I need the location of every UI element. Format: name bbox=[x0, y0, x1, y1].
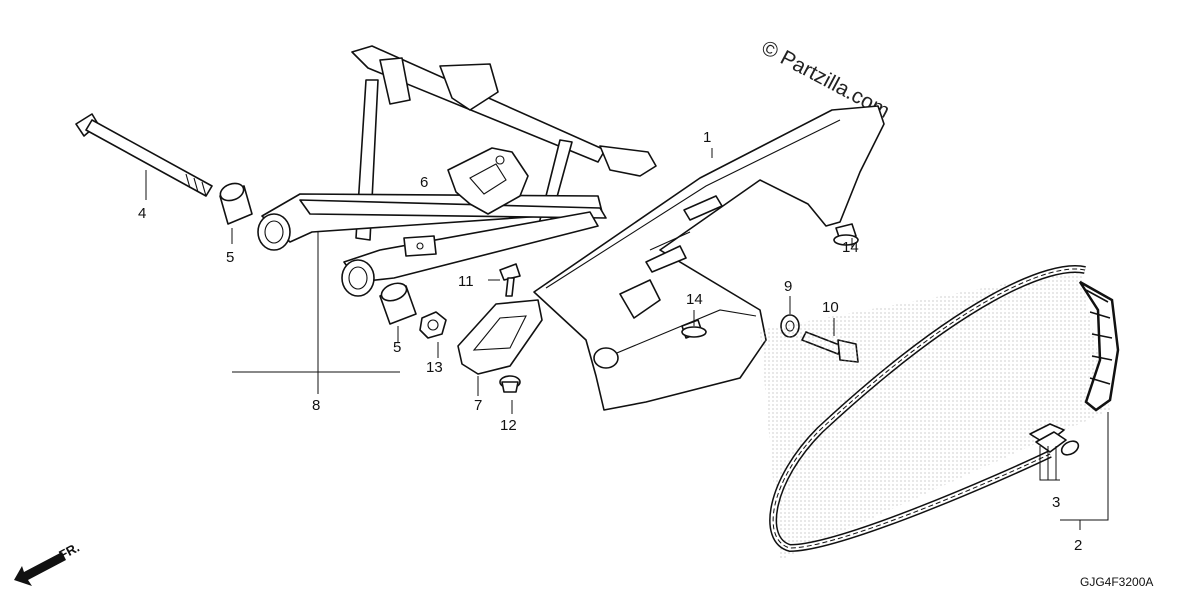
part-14-bolt-right bbox=[833, 223, 859, 246]
part-1-chain-case bbox=[533, 105, 885, 411]
callout-2: 2 bbox=[1074, 537, 1082, 554]
callout-14a: 14 bbox=[842, 239, 859, 256]
callout-8: 8 bbox=[312, 397, 320, 414]
callout-11: 11 bbox=[458, 273, 474, 290]
callout-5a: 5 bbox=[226, 249, 234, 266]
callout-10: 10 bbox=[822, 299, 839, 316]
part-4-pivot-bolt bbox=[75, 113, 213, 197]
callout-7: 7 bbox=[474, 397, 482, 414]
front-direction-marker: FR. bbox=[14, 540, 82, 586]
callout-4: 4 bbox=[138, 205, 146, 222]
swing-arm bbox=[257, 45, 657, 297]
part-3-master-link bbox=[1029, 423, 1080, 456]
part-7-chain-slider bbox=[457, 299, 543, 375]
callout-5b: 5 bbox=[393, 339, 401, 356]
part-13-nut bbox=[419, 311, 447, 339]
callout-3: 3 bbox=[1052, 494, 1060, 511]
front-arrow-icon bbox=[14, 552, 66, 586]
part-14-bolt-left bbox=[681, 319, 707, 339]
diagram-code: GJG4F3200A bbox=[1080, 575, 1153, 589]
callout-12: 12 bbox=[500, 417, 517, 434]
part-6-bracket bbox=[447, 147, 529, 215]
callout-13: 13 bbox=[426, 359, 443, 376]
part-5-bushing-right bbox=[379, 282, 417, 325]
callout-6: 6 bbox=[420, 174, 428, 191]
callout-9: 9 bbox=[784, 278, 792, 295]
part-11-bolt bbox=[499, 263, 521, 297]
part-5-bushing-left bbox=[219, 182, 253, 225]
leader-lines bbox=[145, 148, 1109, 530]
part-12-grommet bbox=[499, 375, 521, 393]
callout-14b: 14 bbox=[686, 291, 703, 308]
part-2-drive-chain bbox=[760, 265, 1120, 560]
callout-1: 1 bbox=[703, 129, 711, 146]
